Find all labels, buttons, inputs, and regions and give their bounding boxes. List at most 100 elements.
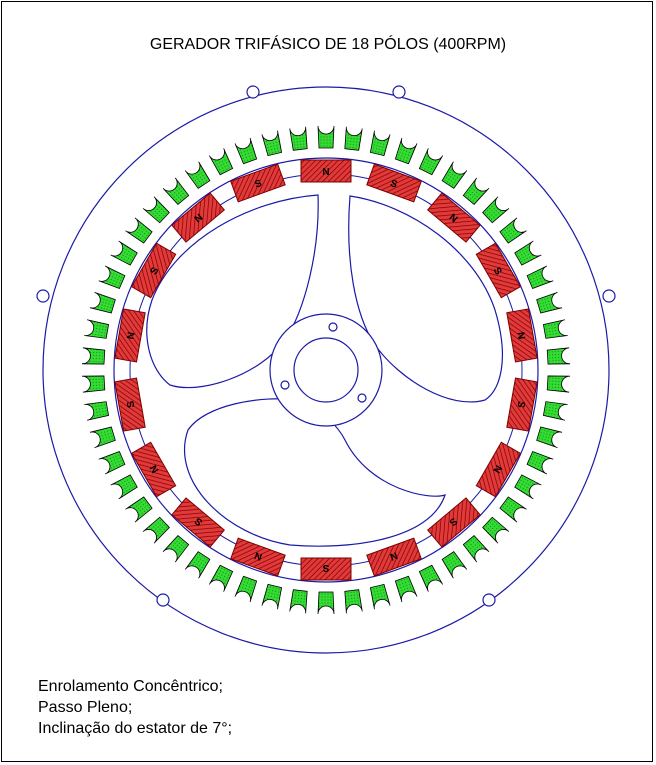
coil (208, 148, 234, 176)
magnet: N (114, 308, 146, 363)
coil (184, 161, 211, 189)
stator-coils (81, 125, 571, 615)
rotor-outer-edge (113, 157, 539, 583)
rotor-magnets: N S N S N S N S N S N S N S N S N S (114, 159, 538, 581)
stator-notches (36, 85, 616, 607)
coil (499, 217, 527, 244)
coil (536, 426, 563, 449)
coil (81, 347, 106, 365)
coil (369, 130, 391, 157)
magnet: S (300, 557, 352, 581)
magnet-pole-label: N (388, 549, 399, 562)
coil (184, 551, 211, 579)
magnet: S (130, 242, 177, 299)
magnet: S (114, 377, 146, 432)
coil (125, 217, 153, 244)
coil (526, 450, 554, 475)
magnet-pole-label: N (125, 331, 137, 340)
coil (162, 177, 190, 205)
coil (81, 375, 106, 393)
magnet-pole-label: N (490, 463, 503, 475)
note-skew: Inclinação do estator de 7°; (38, 720, 233, 737)
coil (89, 291, 116, 314)
coil (98, 450, 126, 475)
coil (110, 240, 138, 266)
stator-outer-edge (42, 86, 610, 654)
magnet-pole-label: N (322, 167, 329, 178)
note-winding: Enrolamento Concêntrico; (38, 678, 223, 695)
coil (418, 148, 444, 176)
magnet: S (230, 163, 286, 203)
coil (418, 564, 444, 592)
magnet-pole-label: N (148, 463, 161, 475)
magnet: S (366, 163, 422, 203)
magnet-pole-label: S (125, 400, 137, 409)
coil (499, 496, 527, 523)
coil (125, 496, 153, 523)
coil (261, 130, 283, 157)
magnet: S (426, 497, 481, 548)
magnet: N (475, 441, 522, 498)
diagram-title: GERADOR TRIFÁSICO DE 18 PÓLOS (400RPM) (149, 36, 507, 53)
coil (542, 401, 568, 421)
coil (234, 575, 258, 603)
coil (546, 375, 571, 393)
magnet-pole-label: S (491, 266, 504, 278)
magnet-pole-label: S (149, 265, 162, 277)
coil (98, 265, 126, 290)
coil (142, 196, 170, 224)
coil (482, 196, 510, 224)
magnet-pole-label: N (514, 331, 526, 340)
coil (162, 535, 190, 563)
coil (514, 474, 542, 500)
hub-bolt-holes (280, 322, 367, 403)
coil (289, 126, 308, 151)
coil (394, 575, 418, 603)
magnet: N (506, 308, 538, 363)
coil (546, 347, 571, 365)
shaft-bore (293, 337, 359, 403)
coil (89, 426, 116, 449)
notes-block: Enrolamento Concêntrico; Passo Pleno; In… (38, 676, 232, 739)
coil (84, 319, 110, 339)
magnet-pole-label: N (253, 549, 264, 562)
coil (369, 583, 391, 610)
magnet: S (475, 242, 522, 299)
magnet-pole-label: S (389, 178, 399, 191)
coil (526, 265, 554, 290)
coil (261, 583, 283, 610)
magnet: S (171, 497, 226, 548)
coil (142, 516, 170, 544)
coil (344, 126, 363, 151)
coil (289, 589, 308, 614)
coil (482, 516, 510, 544)
coil (441, 551, 468, 579)
magnet-pole-label: S (514, 400, 526, 409)
magnet-pole-label: S (322, 562, 329, 573)
magnet: S (506, 377, 538, 432)
coil (536, 291, 563, 314)
magnet: N (366, 537, 422, 577)
coil (394, 137, 418, 165)
coil (110, 474, 138, 500)
coil (84, 401, 110, 421)
note-pitch: Passo Pleno; (38, 699, 133, 716)
coil (317, 591, 335, 615)
coil (462, 177, 490, 205)
coil (317, 125, 335, 149)
coil (208, 564, 234, 592)
coil (514, 240, 542, 266)
magnet: N (230, 537, 286, 577)
magnet: N (426, 192, 481, 243)
magnet: N (130, 441, 177, 498)
coil (462, 535, 490, 563)
coil (344, 589, 363, 614)
coil (234, 137, 258, 165)
coil (441, 161, 468, 189)
magnet: N (300, 159, 352, 183)
magnet: N (171, 192, 226, 243)
magnet-pole-label: S (253, 178, 263, 191)
coil (542, 319, 568, 339)
